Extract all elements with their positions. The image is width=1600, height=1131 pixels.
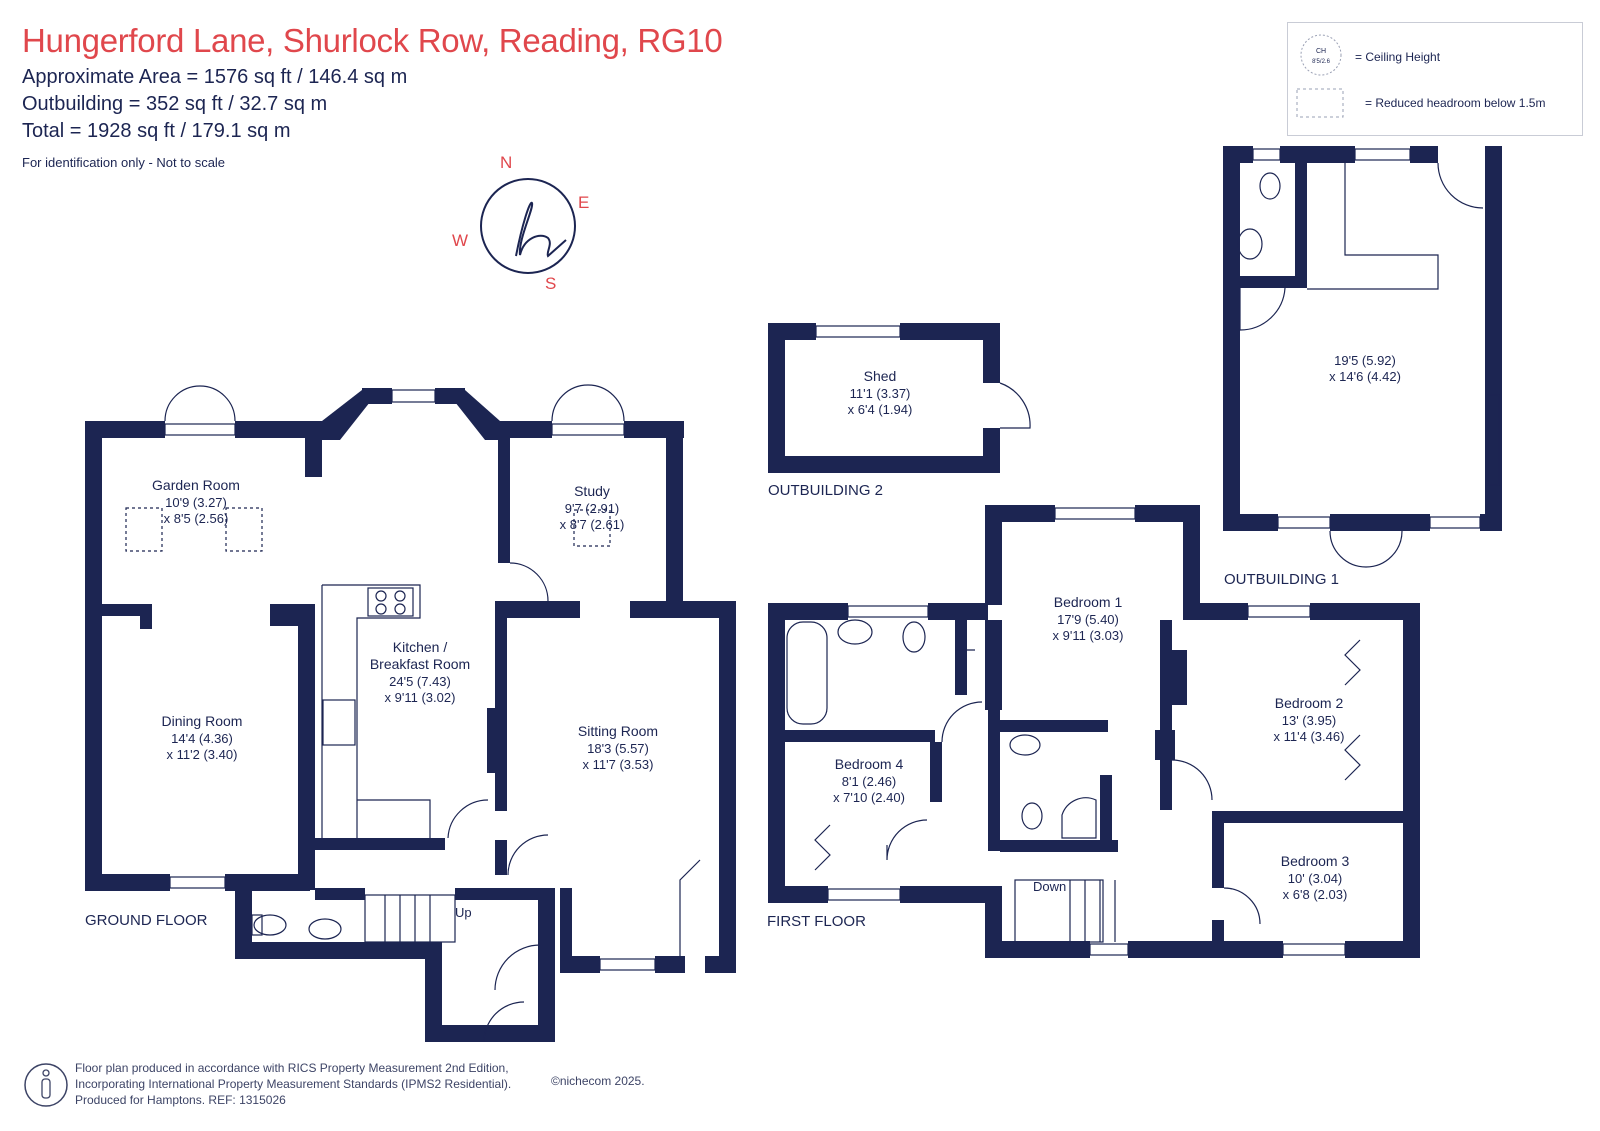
sitting-room-dim1: 18'3 (5.57) xyxy=(587,741,649,756)
study-dim2: x 8'7 (2.61) xyxy=(560,517,625,532)
first-floor-label: FIRST FLOOR xyxy=(767,913,866,930)
legend-symbols: CH 8'5/2.6 xyxy=(1296,34,1344,118)
outbuilding-area: Outbuilding = 352 sq ft / 32.7 sq m xyxy=(22,93,328,115)
outbuilding1-label: OUTBUILDING 1 xyxy=(1224,571,1339,588)
bedroom4-dim2: x 7'10 (2.40) xyxy=(833,790,905,805)
shed-fittings xyxy=(815,325,1031,429)
bedroom1-name: Bedroom 1 xyxy=(1054,594,1123,610)
info-icon xyxy=(24,1063,68,1107)
shed-dim1: 11'1 (3.37) xyxy=(850,386,911,401)
stairs-down-label: Down xyxy=(1033,879,1066,894)
first-floor-fittings xyxy=(786,507,1361,956)
bedroom2-dim1: 13' (3.95) xyxy=(1282,713,1337,728)
kitchen-dim1: 24'5 (7.43) xyxy=(389,674,451,689)
garden-room-dim1: 10'9 (3.27) xyxy=(165,495,227,510)
floor-labels: GROUND FLOOR FIRST FLOOR OUTBUILDING 1 O… xyxy=(85,482,1339,930)
footer-line2: Incorporating International Property Mea… xyxy=(75,1077,512,1091)
outbuilding1-dim1: 19'5 (5.92) xyxy=(1334,353,1396,368)
room-labels: Garden Room 10'9 (3.27) x 8'5 (2.56) Stu… xyxy=(152,353,1401,920)
approx-area: Approximate Area = 1576 sq ft / 146.4 sq… xyxy=(22,66,408,88)
brand-copyright: ©nichecom 2025. xyxy=(551,1074,645,1088)
bedroom3-dim1: 10' (3.04) xyxy=(1288,871,1343,886)
legend-reduced-headroom: = Reduced headroom below 1.5m xyxy=(1365,96,1546,110)
shed-dim2: x 6'4 (1.94) xyxy=(848,402,913,417)
footer-line1: Floor plan produced in accordance with R… xyxy=(75,1061,509,1075)
page-title: Hungerford Lane, Shurlock Row, Reading, … xyxy=(22,22,723,59)
kitchen-name1: Kitchen / xyxy=(393,639,448,655)
stairs-up-label: Up xyxy=(455,905,472,920)
outbuilding1-walls xyxy=(1223,146,1502,531)
bedroom2-dim2: x 11'4 (3.46) xyxy=(1274,729,1345,744)
ground-floor-label: GROUND FLOOR xyxy=(85,912,208,929)
footer-line3: Produced for Hamptons. REF: 1315026 xyxy=(75,1093,286,1107)
compass-e: E xyxy=(578,193,589,212)
scale-note: For identification only - Not to scale xyxy=(22,155,226,170)
total-area: Total = 1928 sq ft / 179.1 sq m xyxy=(22,120,291,142)
study-dim1: 9'7 (2.91) xyxy=(565,501,620,516)
headroom-swatch xyxy=(1296,88,1344,118)
ground-floor-walls xyxy=(85,388,736,1042)
kitchen-dim2: x 9'11 (3.02) xyxy=(385,690,456,705)
compass-s: S xyxy=(545,274,556,293)
study-name: Study xyxy=(574,483,610,499)
legend-ceiling-height: = Ceiling Height xyxy=(1355,50,1441,64)
bedroom4-name: Bedroom 4 xyxy=(835,756,904,772)
footer-text: Floor plan produced in accordance with R… xyxy=(75,1060,511,1108)
shed-walls xyxy=(768,323,1000,473)
dining-room-dim1: 14'4 (4.36) xyxy=(171,731,233,746)
garden-room-dim2: x 8'5 (2.56) xyxy=(164,511,229,526)
sitting-room-name: Sitting Room xyxy=(578,723,658,739)
bedroom1-dim2: x 9'11 (3.03) xyxy=(1053,628,1124,643)
first-floor-walls xyxy=(768,505,1420,958)
dining-room-name: Dining Room xyxy=(162,713,243,729)
bedroom2-name: Bedroom 2 xyxy=(1275,695,1344,711)
sitting-room-dim2: x 11'7 (3.53) xyxy=(583,757,654,772)
outbuilding2-label: OUTBUILDING 2 xyxy=(768,482,883,499)
kitchen-name2: Breakfast Room xyxy=(370,656,470,672)
bedroom3-dim2: x 6'8 (2.03) xyxy=(1283,887,1348,902)
ch-badge-top: CH xyxy=(1316,48,1326,55)
ground-floor-fittings xyxy=(125,384,701,1043)
outbuilding1-dim2: x 14'6 (4.42) xyxy=(1329,369,1401,384)
compass: N E S W xyxy=(452,153,589,293)
bedroom4-dim1: 8'1 (2.46) xyxy=(842,774,897,789)
dining-room-dim2: x 11'2 (3.40) xyxy=(167,747,238,762)
compass-n: N xyxy=(500,153,512,172)
bedroom1-dim1: 17'9 (5.40) xyxy=(1057,612,1119,627)
compass-w: W xyxy=(452,231,468,250)
ch-badge-bottom: 8'5/2.6 xyxy=(1312,59,1330,65)
outbuilding1-fittings xyxy=(1237,148,1500,568)
garden-room-name: Garden Room xyxy=(152,477,240,493)
legend xyxy=(1287,22,1583,136)
shed-name: Shed xyxy=(864,368,897,384)
bedroom3-name: Bedroom 3 xyxy=(1281,853,1350,869)
